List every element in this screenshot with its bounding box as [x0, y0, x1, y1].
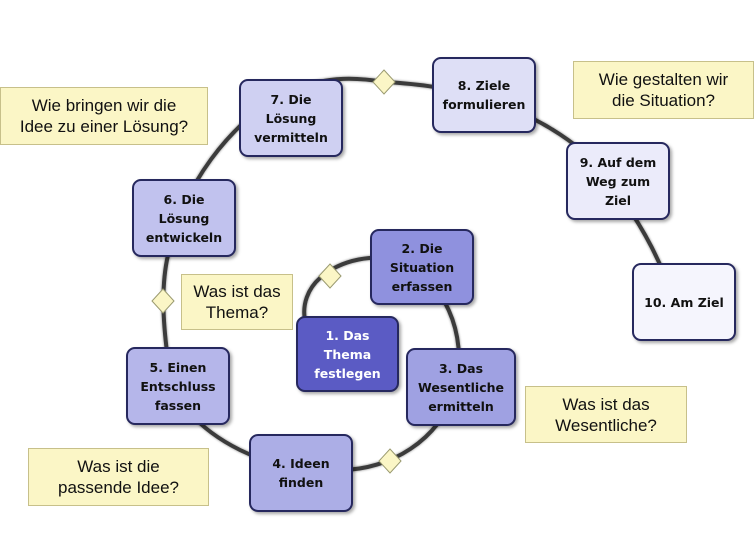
question-note-wesentliche: Was ist das Wesentliche? — [525, 386, 687, 443]
diamond-marker-1 — [318, 263, 342, 289]
diamond-marker-4 — [372, 69, 396, 95]
step-8-ziele-formulieren: 8. Ziele formulieren — [432, 57, 536, 133]
step-9-auf-dem-weg-zum-ziel: 9. Auf dem Weg zum Ziel — [566, 142, 670, 220]
step-6-die-loesung-entwickeln: 6. Die Lösung entwickeln — [132, 179, 236, 257]
diamond-marker-2 — [378, 448, 402, 474]
step-1-das-thema-festlegen: 1. Das Thema festlegen — [296, 316, 399, 392]
question-note-thema: Was ist das Thema? — [181, 274, 293, 330]
step-5-einen-entschluss-fassen: 5. Einen Entschluss fassen — [126, 347, 230, 425]
step-7-die-loesung-vermitteln: 7. Die Lösung vermitteln — [239, 79, 343, 157]
question-note-situation: Wie gestalten wir die Situation? — [573, 61, 754, 119]
step-3-das-wesentliche-ermitteln: 3. Das Wesentliche ermitteln — [406, 348, 516, 426]
diamond-marker-3 — [151, 288, 175, 314]
question-note-passende-idee: Was ist die passende Idee? — [28, 448, 209, 506]
question-note-loesung: Wie bringen wir die Idee zu einer Lösung… — [0, 87, 208, 145]
step-2-die-situation-erfassen: 2. Die Situation erfassen — [370, 229, 474, 305]
step-4-ideen-finden: 4. Ideen finden — [249, 434, 353, 512]
step-10-am-ziel: 10. Am Ziel — [632, 263, 736, 341]
